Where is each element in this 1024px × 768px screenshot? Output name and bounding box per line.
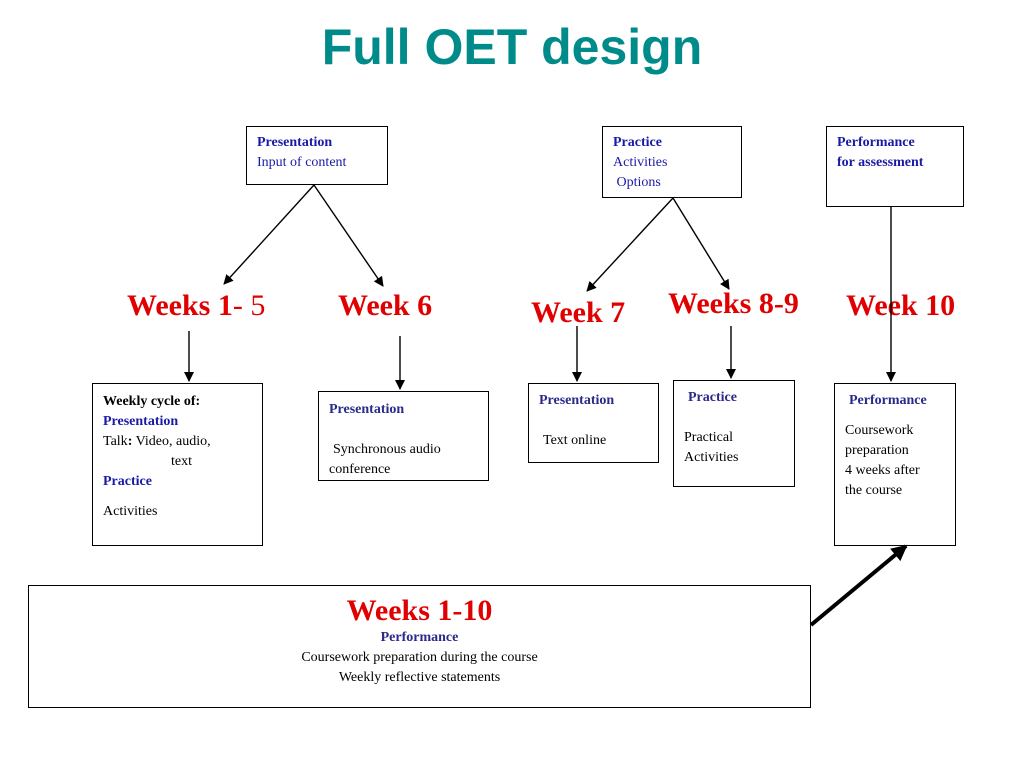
week10-line4: the course — [845, 483, 903, 498]
week10-heading: Performance — [849, 393, 927, 408]
week7-box: Presentation Text online — [528, 383, 659, 463]
weekly-cycle-heading: Weekly cycle of: — [103, 394, 201, 409]
weeks-1-10-heading: Weeks 1-10 — [346, 594, 493, 627]
top-performance-box: Performance for assessment — [826, 126, 964, 207]
weekly-cycle-box: Weekly cycle of: Presentation Talk: Vide… — [92, 383, 263, 546]
arrow-presentation-to-weeks-1-5 — [223, 184, 315, 285]
arrow-practice-to-weeks-8-9 — [672, 197, 730, 290]
top-practice-heading: Practice — [613, 135, 662, 150]
arrow-practice-to-week-7 — [586, 197, 674, 292]
week7-heading: Presentation — [539, 393, 615, 408]
week6-box: Presentation Synchronous audio conferenc… — [318, 391, 489, 481]
weeks-1-10-line2: Weekly reflective statements — [338, 670, 501, 685]
weekly-talk-text: Video, audio, — [132, 434, 211, 449]
week89-heading: Practice — [688, 390, 737, 405]
weekly-talk-colon: : — [127, 434, 133, 449]
week-7-label: Week 7 — [531, 296, 626, 329]
week7-line1: Text online — [543, 433, 607, 448]
weeks-1-5-label: Weeks 1- 5 — [127, 289, 265, 323]
week10-line1: Coursework — [845, 423, 914, 438]
weeks-1-10-line1: Coursework preparation during the course — [301, 650, 538, 665]
weekly-presentation: Presentation — [103, 414, 179, 429]
week89-line1: Practical — [684, 430, 733, 445]
arrow-presentation-to-week-6 — [313, 184, 384, 287]
weekly-practice: Practice — [103, 474, 152, 489]
weekly-talk-label: Talk — [103, 434, 128, 449]
weekly-activities: Activities — [103, 504, 158, 519]
weeks-1-5-rest: - 5 — [232, 289, 266, 322]
top-presentation-heading: Presentation — [257, 135, 333, 150]
arrow-weeks-1-10-to-week-10-box — [809, 544, 908, 627]
week-6-label: Week 6 — [338, 289, 433, 322]
week6-heading: Presentation — [329, 402, 405, 417]
top-presentation-box: Presentation Input of content — [246, 126, 388, 185]
weekly-talk-line: Talk: Video, audio, — [103, 432, 252, 452]
top-performance-line2: for assessment — [837, 155, 924, 170]
week10-line3: 4 weeks after — [845, 463, 920, 478]
weeks-1-10-box: Weeks 1-10 Performance Coursework prepar… — [28, 585, 811, 708]
weeks-1-5-bold: Weeks 1 — [127, 289, 233, 322]
week89-box: Practice Practical Activities — [673, 380, 795, 487]
week6-line2: conference — [329, 462, 391, 477]
page-title: Full OET design — [321, 19, 703, 75]
top-practice-line2: Options — [613, 175, 661, 190]
weeks-1-10-sub: Performance — [380, 630, 459, 645]
top-practice-line1: Activities — [613, 155, 668, 170]
weekly-talk-text2: text — [171, 454, 192, 469]
week10-box: Performance Coursework preparation 4 wee… — [834, 383, 956, 546]
week-10-label: Week 10 — [846, 289, 956, 322]
top-presentation-line: Input of content — [257, 155, 347, 170]
weeks-8-9-label: Weeks 8-9 — [668, 287, 799, 320]
top-performance-line1: Performance — [837, 135, 915, 150]
week89-line2: Activities — [684, 450, 739, 465]
week10-line2: preparation — [845, 443, 909, 458]
top-practice-box: Practice Activities Options — [602, 126, 742, 198]
week6-line1: Synchronous audio — [333, 442, 441, 457]
